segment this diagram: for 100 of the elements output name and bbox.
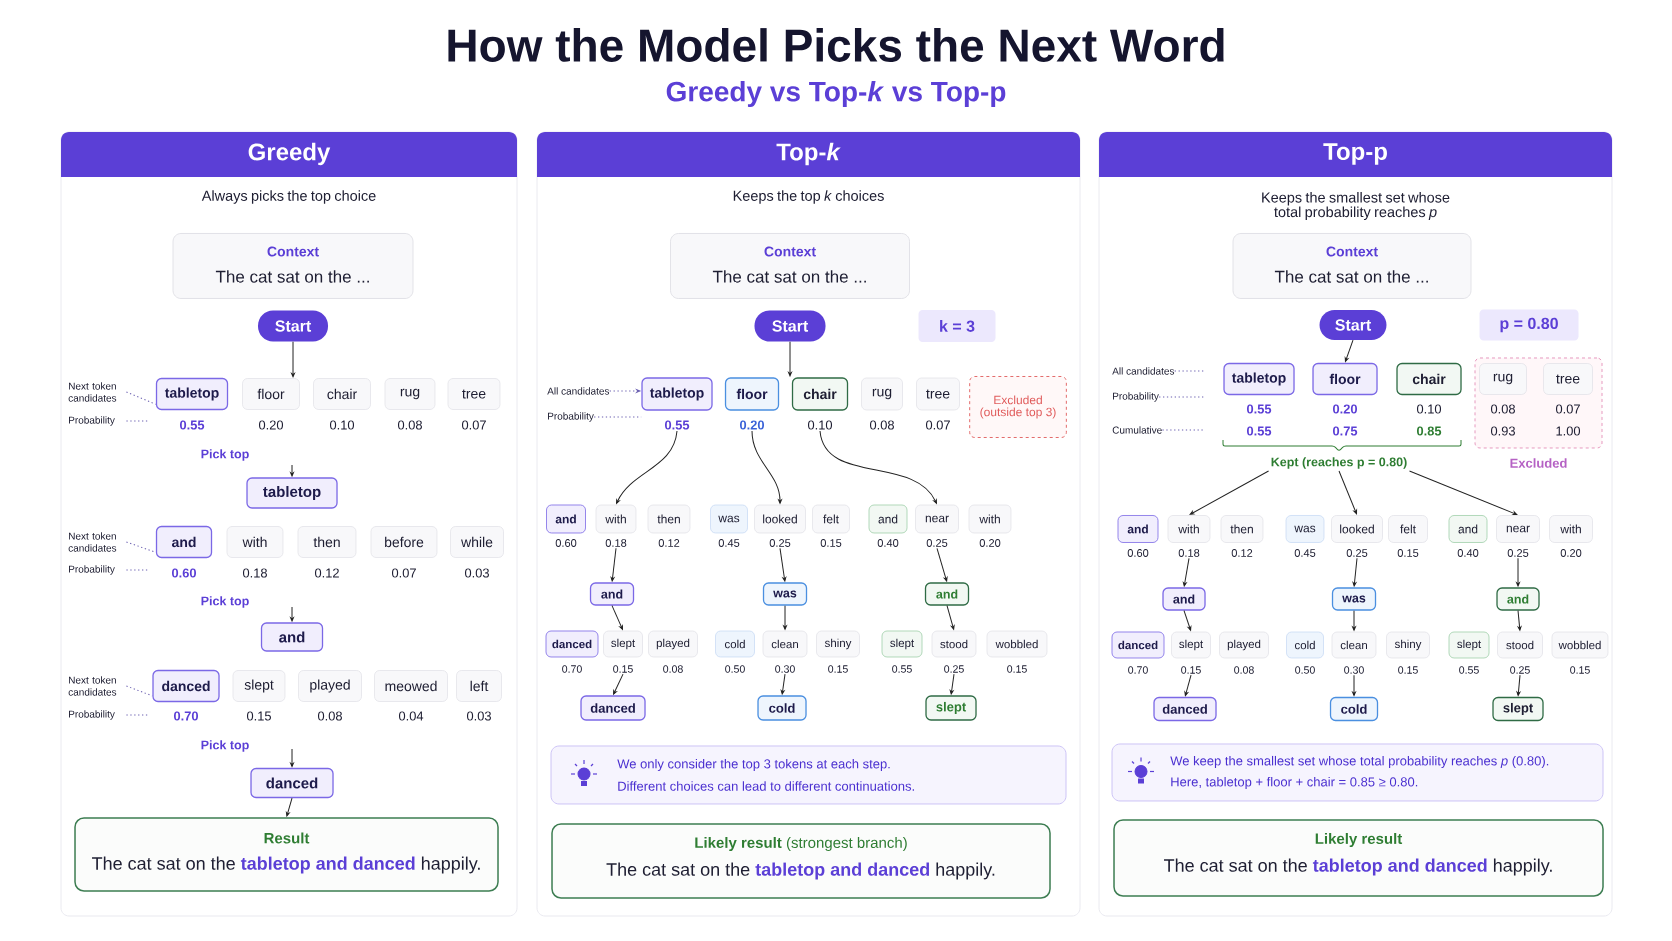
arrow bbox=[610, 547, 617, 582]
result-sentence: The cat sat on the tabletop and danced happily. bbox=[1164, 858, 1552, 876]
token-box: played bbox=[648, 630, 698, 658]
probability-value: 0.60 bbox=[555, 539, 577, 547]
context-box: Context The cat sat on the ... bbox=[1232, 233, 1472, 299]
token-box: slept bbox=[925, 695, 977, 721]
arrow bbox=[1183, 610, 1192, 631]
token-box: felt bbox=[1388, 515, 1428, 543]
row-label: Next token candidates bbox=[68, 382, 117, 402]
token-box: tabletop bbox=[246, 477, 338, 509]
token-box: and bbox=[546, 504, 586, 534]
arrow bbox=[1344, 339, 1354, 362]
edge-label: Pick top bbox=[201, 740, 249, 752]
token-box: slept bbox=[232, 670, 286, 702]
result-sentence: The cat sat on the tabletop and danced happily. bbox=[606, 862, 995, 880]
context-box: Context The cat sat on the ... bbox=[670, 233, 910, 299]
context-box: Context The cat sat on the ... bbox=[172, 233, 414, 299]
token-box: left bbox=[456, 670, 502, 702]
probability-value: 0.45 bbox=[1294, 549, 1316, 557]
token-box: shiny bbox=[1386, 631, 1430, 659]
probability-value: 0.07 bbox=[1556, 404, 1580, 414]
probability-value: 0.03 bbox=[467, 711, 491, 721]
probability-value: 0.08 bbox=[318, 711, 342, 721]
token-box: then bbox=[647, 504, 691, 534]
token-box: tree bbox=[1543, 363, 1593, 395]
token-box: played bbox=[298, 670, 362, 702]
probability-value: 0.10 bbox=[808, 420, 833, 430]
token-box: rug bbox=[1479, 363, 1527, 395]
leader-line bbox=[1158, 396, 1206, 398]
token-box: danced bbox=[545, 630, 599, 658]
arrow bbox=[285, 797, 293, 817]
title: How the Model Picks the Next Word bbox=[448, 28, 1224, 62]
arrow bbox=[290, 606, 294, 622]
tip-text: We keep the smallest set whose total probability reaches p (0.80). bbox=[1170, 755, 1549, 769]
probability-value: 0.50 bbox=[725, 665, 745, 673]
token-box: cold bbox=[757, 695, 807, 721]
row-label: Probability bbox=[69, 710, 115, 720]
probability-value: 0.07 bbox=[462, 420, 486, 430]
arrow bbox=[779, 547, 787, 582]
token-box: and bbox=[589, 582, 635, 606]
probability-value: 0.15 bbox=[247, 711, 271, 721]
kept-label: Kept (reaches p = 0.80) bbox=[1271, 457, 1407, 469]
probability-value: 0.07 bbox=[926, 420, 950, 430]
probability-value: 0.20 bbox=[1333, 404, 1357, 414]
token-box: and bbox=[1162, 587, 1206, 611]
probability-value: 0.20 bbox=[979, 539, 1001, 547]
row-label: Next token candidates bbox=[68, 532, 117, 552]
row-label: All candidates bbox=[1112, 367, 1175, 375]
probability-value: 0.10 bbox=[330, 420, 355, 430]
probability-value: 0.04 bbox=[399, 711, 424, 721]
probability-value: 0.15 bbox=[1181, 666, 1201, 674]
probability-value: 0.45 bbox=[718, 539, 740, 547]
arrow bbox=[936, 547, 948, 582]
probability-value: 0.20 bbox=[1560, 549, 1582, 557]
token-box: clean bbox=[1331, 631, 1377, 659]
arrow bbox=[819, 430, 937, 504]
row-label: All candidates bbox=[547, 387, 610, 395]
token-box: floor bbox=[1312, 362, 1378, 396]
token-box: and bbox=[1117, 515, 1159, 543]
tip-text: Here, tabletop + floor + chair = 0.85 ≥ 0.80. bbox=[1171, 776, 1418, 790]
subtitle: Greedy vs Top-k vs Top-p bbox=[666, 80, 1006, 108]
token-box: floor bbox=[724, 377, 780, 411]
tip-text: Different choices can lead to different continuations. bbox=[618, 781, 914, 791]
token-box: chair bbox=[791, 377, 849, 411]
token-box: slept bbox=[881, 630, 923, 658]
excluded-box: Excluded (outside top 3) bbox=[969, 376, 1067, 438]
token-box: floor bbox=[242, 378, 300, 410]
arrow bbox=[1352, 557, 1358, 587]
probability-value: 0.93 bbox=[1491, 426, 1515, 436]
probability-value: 0.15 bbox=[1007, 665, 1027, 673]
token-box: slept bbox=[603, 630, 643, 658]
probability-value: 0.07 bbox=[392, 568, 416, 578]
token-box: and bbox=[1448, 515, 1488, 543]
token-box: rug bbox=[861, 377, 903, 411]
probability-value: 0.08 bbox=[1234, 666, 1254, 674]
probability-value: 0.85 bbox=[1417, 426, 1442, 436]
token-box: tabletop bbox=[155, 377, 229, 411]
token-box: then bbox=[1220, 515, 1264, 543]
row-label: Probability bbox=[548, 412, 594, 422]
parameter-badge: p = 0.80 bbox=[1479, 309, 1579, 341]
probability-value: 0.25 bbox=[944, 665, 964, 673]
excluded-label: Excluded bbox=[1510, 458, 1567, 468]
token-box: danced bbox=[152, 669, 220, 703]
probability-value: 0.20 bbox=[740, 420, 764, 430]
row-label: Probability bbox=[69, 565, 115, 575]
arrow bbox=[291, 341, 295, 378]
token-box: with bbox=[968, 504, 1012, 534]
edge-label: Pick top bbox=[201, 596, 249, 608]
probability-value: 0.15 bbox=[1397, 549, 1419, 557]
start-pill: Start bbox=[754, 310, 826, 342]
row-label: Probability bbox=[1113, 392, 1159, 402]
probability-value: 0.55 bbox=[892, 665, 912, 673]
probability-value: 0.55 bbox=[180, 420, 205, 430]
token-box: danced bbox=[1153, 696, 1217, 722]
probability-value: 0.30 bbox=[775, 665, 795, 673]
probability-value: 0.25 bbox=[926, 539, 948, 547]
arrow bbox=[290, 748, 294, 768]
probability-value: 0.08 bbox=[398, 420, 422, 430]
start-pill: Start bbox=[258, 310, 328, 342]
panel-description: Keeps the smallest set whose total probability reaches p bbox=[1262, 192, 1450, 220]
